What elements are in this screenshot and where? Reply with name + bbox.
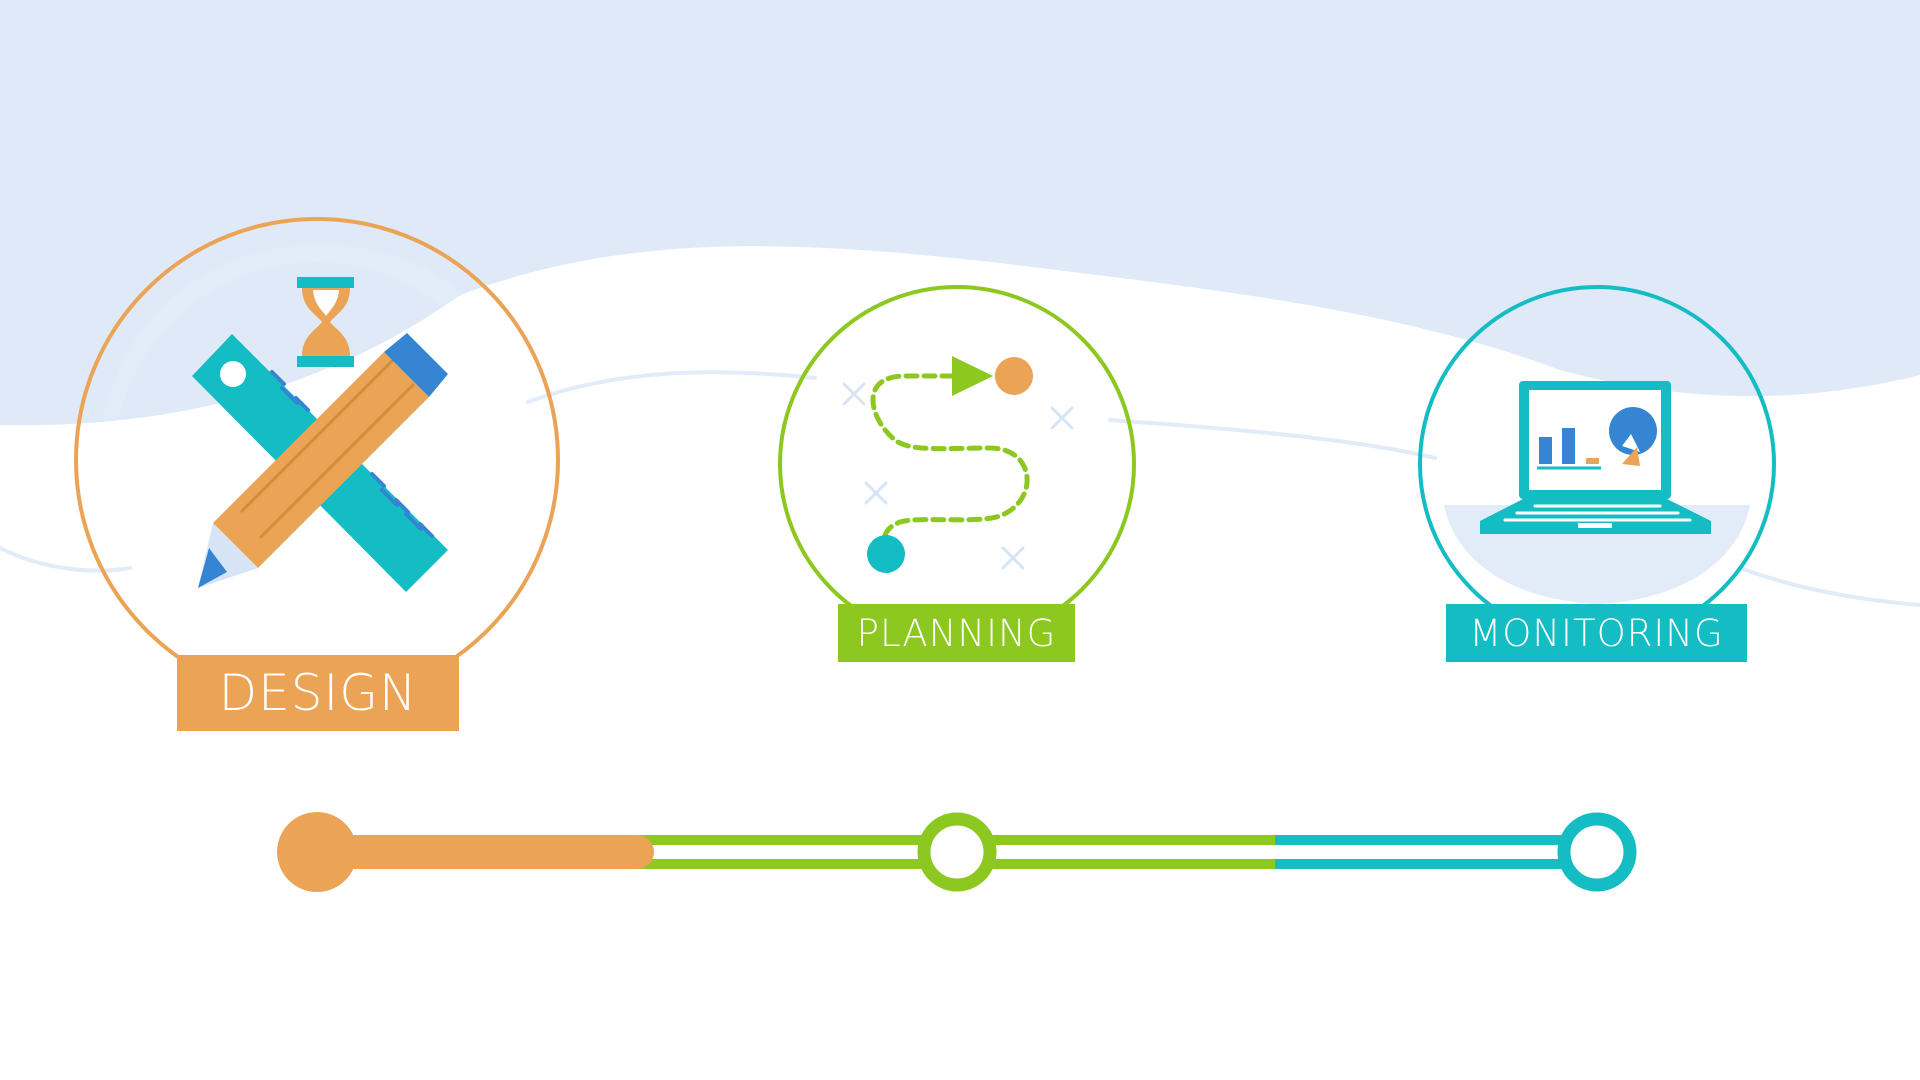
cross-marker [842,382,866,406]
route-arrow [952,356,993,396]
pencil-body [213,352,429,568]
pie-chart-slice [1622,434,1640,452]
background-curves [0,370,1920,607]
bar-chart-bar [1562,428,1575,464]
route-map-icon [842,356,1074,573]
stage-monitoring [1418,285,1776,643]
hourglass-glass [313,290,339,316]
hourglass-sand [302,288,350,356]
bar-chart-icon [1539,437,1552,464]
stage-planning [778,285,1136,643]
curve-left [0,546,132,573]
timeline-node-monitoring[interactable] [1557,812,1637,892]
hourglass-bottom [297,356,354,367]
white-wave [0,246,1920,1080]
pencil-ruler-hourglass-icon [192,277,448,592]
design-label-box [177,655,459,731]
route-path [870,373,1030,551]
cross-marker [864,481,888,505]
laptop-trackpad [1578,523,1612,528]
laptop-keys [1503,504,1692,522]
curve-middle-right [1108,418,1437,460]
design-inner-shadow [103,244,462,420]
timeline-segment-monitoring [1275,835,1580,869]
monitoring-label-box [1446,604,1747,662]
laptop-dashboard-icon [1480,381,1711,534]
curve-middle-left [526,370,817,404]
timeline [277,812,1637,892]
cross-marker [1001,546,1025,570]
stage-label-design: DESIGN [218,664,418,722]
stage-label-monitoring: MONITORING [1469,611,1724,655]
cross-marker [1050,406,1074,430]
timeline-node-design[interactable] [277,812,357,892]
route-markers [842,382,1074,570]
route-end-point [995,357,1033,395]
pencil-groove [239,356,397,514]
timeline-node-planning[interactable] [917,812,997,892]
pencil-groove-2 [258,382,416,540]
hourglass-top [297,277,354,288]
pencil-eraser [384,333,448,397]
route-start-point [867,535,905,573]
planning-label-box [838,604,1075,662]
pie-chart-slice-out [1622,447,1640,466]
ruler-ticks [270,370,434,538]
stage-label-planning: PLANNING [856,611,1057,655]
bar-chart-bar [1586,458,1599,464]
ruler-hole [220,361,246,387]
curve-right [1738,566,1920,607]
pencil-lead [198,548,227,588]
pie-chart-icon [1609,407,1657,455]
